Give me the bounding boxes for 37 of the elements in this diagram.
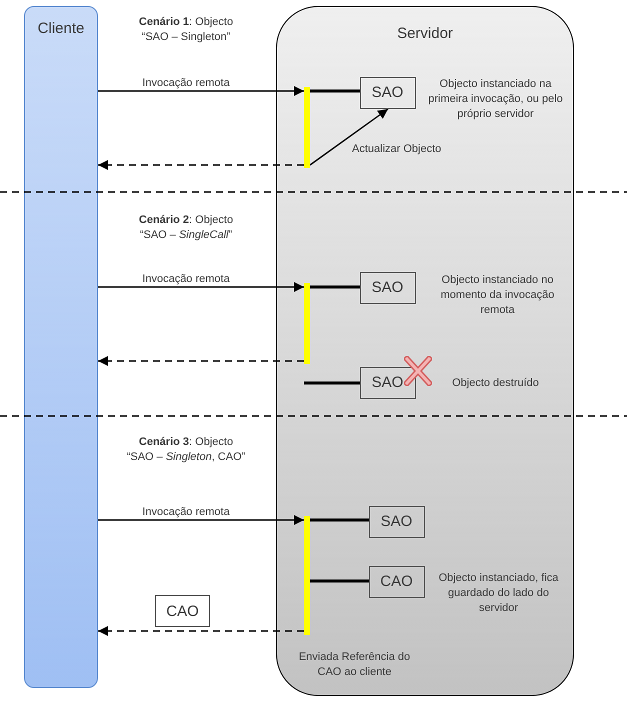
connector-line: [310, 90, 360, 92]
edge-label: Invocação remota: [141, 76, 231, 90]
arrow: [98, 86, 304, 96]
edge-label: Invocação remota: [141, 272, 231, 286]
object-box: SAO: [360, 272, 416, 304]
activation-bar: [304, 516, 310, 634]
arrow: [98, 515, 304, 525]
client-lifeline: [24, 6, 98, 688]
object-box: CAO: [368, 566, 424, 598]
arrow: [310, 108, 388, 166]
dashed-arrow: [98, 626, 304, 636]
edge-label: Actualizar Objecto: [352, 142, 442, 156]
annotation-text: Objecto instanciado no momento da invocação remota: [440, 272, 556, 318]
edge-label: Invocação remota: [141, 505, 231, 519]
annotation-text: Objecto instanciado na primeira invocação, ou pelo próprio servidor: [427, 76, 564, 122]
object-box: SAO: [360, 76, 416, 108]
dashed-arrow: [98, 160, 304, 170]
panel-title: Servidor: [397, 25, 453, 43]
connector-line: [310, 518, 369, 522]
arrow: [98, 282, 304, 292]
scenario-heading: Cenário 3: Objecto “SAO – Singleton, CAO”: [126, 435, 246, 465]
scenario-heading: Cenário 1: Objecto “SAO – Singleton”: [138, 15, 234, 45]
object-box: SAO: [360, 366, 416, 398]
annotation-text: Objecto destruído: [451, 376, 540, 390]
annotation-text: Objecto instanciado, fica guardado do lado do servidor: [438, 570, 560, 616]
connector-line: [310, 286, 360, 288]
activation-bar: [304, 86, 310, 168]
activation-bar: [304, 282, 310, 364]
dashed-arrow: [98, 356, 304, 366]
annotation-text: Enviada Referência do CAO ao cliente: [298, 650, 412, 680]
server-panel: [276, 6, 574, 696]
scenario-heading: Cenário 2: Objecto “SAO – SingleCall”: [138, 213, 234, 243]
object-box: CAO: [155, 595, 210, 627]
object-box: SAO: [368, 506, 424, 538]
connector-line: [304, 382, 360, 384]
connector-line: [310, 580, 369, 582]
lifeline-title: Cliente: [38, 20, 84, 38]
